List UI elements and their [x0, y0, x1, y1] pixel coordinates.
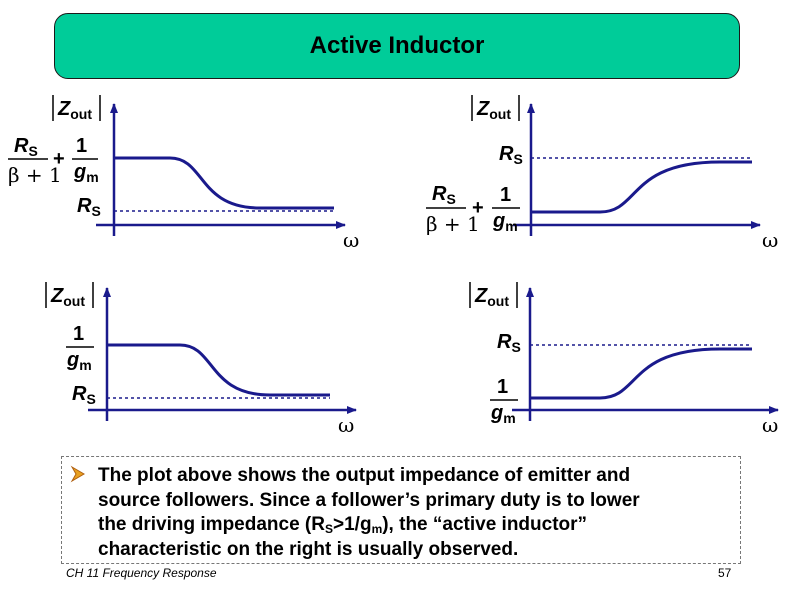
note-box: The plot above shows the output impedanc… [61, 456, 741, 564]
slide-title: Active Inductor [309, 32, 485, 59]
gm-label: gm [73, 161, 99, 185]
impedance-curve [531, 160, 752, 214]
note-subscript-m: m [371, 522, 383, 536]
y-axis-label: Zout [50, 285, 85, 309]
note-line-3-part-3: ), the “active inductor” [382, 514, 588, 535]
x-axis-label: ω [343, 228, 359, 252]
note-line-3-part-1: the driving impedance (R [98, 514, 325, 535]
y-axis-label: Zout [57, 98, 92, 122]
rs-label: RS [14, 135, 38, 159]
note-line-2: source followers. Since a follower’s pri… [98, 489, 640, 511]
y-axis-label: Zout [474, 285, 509, 309]
rs-level-label: RS [72, 383, 96, 407]
impedance-curve [114, 156, 334, 210]
rs-level-label: RS [499, 143, 523, 167]
x-axis-label: ω [338, 413, 354, 437]
x-axis-label: ω [762, 413, 778, 437]
plus-label: + [53, 148, 65, 170]
impedance-curve [530, 347, 752, 400]
note-line-1: The plot above shows the output impedanc… [98, 465, 631, 486]
gm-label: gm [492, 210, 518, 234]
rs-level-label: RS [77, 195, 101, 219]
one-label: 1 [76, 135, 87, 157]
plot-bottom-right: Zout RS 1 gm ω [469, 282, 779, 437]
gm-label: gm [490, 402, 516, 426]
one-label: 1 [73, 323, 84, 345]
rs-label: RS [432, 183, 456, 207]
gm-label: gm [66, 349, 92, 373]
plus-label: + [472, 197, 484, 219]
title-banner: Active Inductor [54, 13, 740, 79]
beta-plus-one-label: β + 1 [8, 163, 62, 187]
plot-top-right: Zout RS RS β + 1 + 1 gm ω [426, 95, 778, 252]
rs-level-label: RS [497, 331, 521, 355]
one-label: 1 [500, 184, 511, 206]
arrow-bullet-icon [70, 465, 85, 483]
impedance-curve [107, 343, 330, 397]
note-text: The plot above shows the output impedanc… [98, 464, 734, 562]
beta-plus-one-label: β + 1 [426, 212, 480, 236]
note-line-4: characteristic on the right is usually o… [98, 538, 519, 560]
plot-top-left: Zout RS β + 1 + 1 gm RS ω [8, 95, 359, 252]
x-axis-label: ω [762, 228, 778, 252]
note-subscript-s: S [324, 522, 333, 536]
footer-page-number: 57 [718, 566, 732, 580]
plot-bottom-left: Zout 1 gm RS ω [45, 282, 357, 437]
one-label: 1 [497, 376, 508, 398]
footer-chapter: CH 11 Frequency Response [66, 566, 217, 580]
y-axis-label: Zout [476, 98, 511, 122]
note-line-3-part-2: >1/g [333, 514, 372, 535]
